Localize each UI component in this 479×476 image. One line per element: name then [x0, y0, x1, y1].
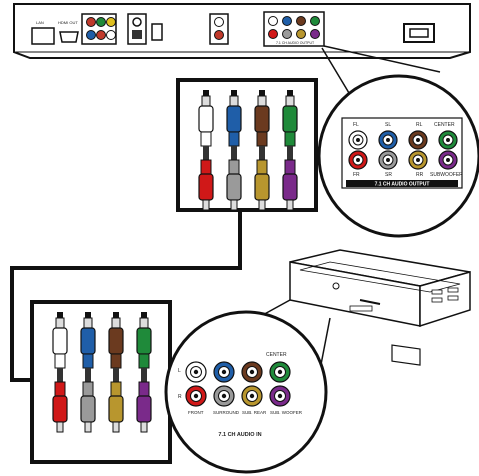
- sub-woofer-label: SUB. WOOFER: [270, 410, 303, 415]
- input-jack-bottom-2: [213, 385, 235, 407]
- input-zoom-circle: CENTER L R FRONT SURROUND SUB. REAR SUB.…: [164, 310, 328, 474]
- lan-label: LAN: [36, 20, 44, 25]
- input-jack-bottom-3: [241, 385, 263, 407]
- lower-cable-bundle: [30, 300, 172, 464]
- sr-label: SR: [385, 172, 392, 178]
- upper-plug-pair-3: [254, 90, 270, 211]
- output-jack-bottom-1: [348, 150, 368, 170]
- input-jack-top-3: [241, 361, 263, 383]
- surround-label: SURROUND: [213, 410, 240, 415]
- input-jack-top-4: [269, 361, 291, 383]
- upper-cable-bundle: [176, 78, 318, 212]
- lower-plug-pair-2: [80, 312, 96, 433]
- output-jack-bottom-2: [378, 150, 398, 170]
- output-jack-bottom-3: [408, 150, 428, 170]
- l-label: L: [178, 368, 181, 374]
- upper-plug-pair-1: [198, 90, 214, 211]
- output-jack-top-1: [348, 130, 368, 150]
- hdmi-port: [59, 31, 79, 43]
- lower-plug-pair-3: [108, 312, 124, 433]
- input-jack-top-1: [185, 361, 207, 383]
- hdmi-label: HDMI OUT: [58, 20, 78, 25]
- sub-rear-label: SUB. REAR: [242, 410, 267, 415]
- output-jack-top-2: [378, 130, 398, 150]
- output-jack-top-3: [408, 130, 428, 150]
- sl-label: SL: [385, 122, 391, 128]
- r-label: R: [178, 394, 182, 400]
- upper-plug-pair-4: [282, 90, 298, 211]
- subwoofer-label-out: SUBWOOFER: [430, 172, 463, 178]
- receiver: [289, 249, 471, 366]
- rl-label: RL: [416, 122, 423, 128]
- lower-plug-pair-1: [52, 312, 68, 433]
- player-rear-panel: LAN HDMI OUT 7.1 CH AUDIO OUTPUT: [13, 3, 471, 59]
- output-zoom-circle: FL SL RL CENTER FR SR RR SUBWOOFER 7.1 C…: [317, 74, 479, 238]
- lower-plug-pair-4: [136, 312, 152, 433]
- output-title: 7.1 CH AUDIO OUTPUT: [375, 182, 430, 188]
- front-label: FRONT: [188, 410, 204, 415]
- output-jack-bottom-4: [438, 150, 458, 170]
- player-71-label: 7.1 CH AUDIO OUTPUT: [276, 41, 315, 45]
- receiver-display: [391, 344, 421, 366]
- fl-label: FL: [353, 122, 359, 128]
- upper-plug-pair-2: [226, 90, 242, 211]
- lan-port: [31, 27, 55, 45]
- center-label-out: CENTER: [434, 122, 455, 128]
- switch: [151, 23, 163, 41]
- output-jack-top-4: [438, 130, 458, 150]
- input-jack-bottom-1: [185, 385, 207, 407]
- input-jack-top-2: [213, 361, 235, 383]
- connecting-cable: [10, 210, 242, 382]
- input-jack-bottom-4: [269, 385, 291, 407]
- input-title: 7.1 CH AUDIO IN: [218, 432, 261, 438]
- fr-label: FR: [353, 172, 360, 178]
- rr-label: RR: [416, 172, 424, 178]
- center-label-in: CENTER: [266, 352, 287, 358]
